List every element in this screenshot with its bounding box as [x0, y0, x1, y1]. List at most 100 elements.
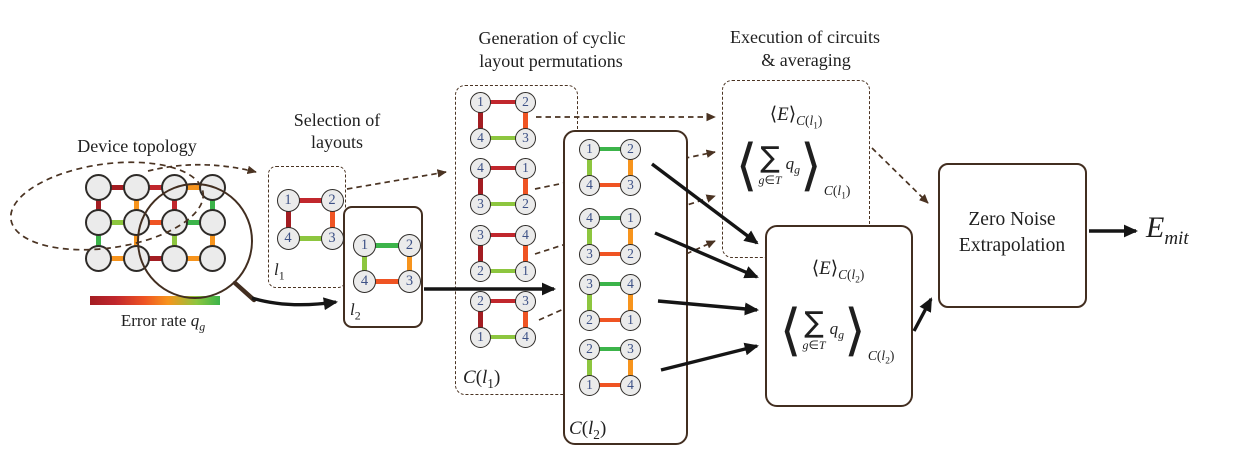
magnifier-handle: [232, 280, 257, 303]
cl2-perm1-node: 1: [579, 138, 600, 160]
cl2-perm3-node: 1: [620, 309, 641, 331]
cl2-perm1-node: 4: [579, 174, 600, 196]
l2-square-node: 2: [398, 233, 421, 257]
sum-subscript-cl2: C(l2): [867, 347, 895, 367]
cl1-perm4-node: 2: [470, 290, 491, 312]
cl1-perm4-node: 4: [515, 326, 536, 348]
expectation-e-cl1: ⟨E⟩C(l1): [769, 103, 823, 132]
sum-formula-cl1: ⟨ ∑ g∈T qg ⟩ C(l1): [735, 133, 851, 202]
cl2-perm4-edge-top: [589, 346, 631, 352]
topology-qubit: [84, 173, 112, 201]
l2-label: l2: [350, 300, 361, 323]
l2-square-node: 1: [353, 233, 376, 257]
topology-qubit: [160, 208, 188, 236]
topology-qubit: [84, 244, 112, 272]
cl1-perm4-edge-top: [480, 298, 526, 304]
l2-square-edge-top: [364, 242, 410, 248]
sum-subscript-cl1: C(l1): [823, 182, 851, 202]
selection-title-line1: Selection of: [293, 110, 381, 130]
dashed-arrow-topology-to-l1: [147, 163, 257, 175]
cl1-perm1-node: 2: [515, 91, 536, 113]
l1-square-node: 2: [320, 188, 344, 212]
cl1-perm1-edge-top: [480, 99, 526, 105]
cl1-perm3-node: 4: [515, 224, 536, 246]
cl2-perm2-node: 1: [620, 207, 641, 229]
cl1-perm4-edge-left: [478, 301, 483, 337]
zne-box: [938, 163, 1087, 308]
cl1-perm3-edge-top: [480, 232, 526, 238]
execution-title-line2: & averaging: [761, 50, 851, 70]
cl1-perm1-edge-bottom: [480, 135, 526, 141]
topology-qubit: [198, 244, 226, 272]
cl2-perm4-node: 4: [620, 374, 641, 396]
cl2-perm4-node: 2: [579, 338, 600, 360]
cl2-perm3-node: 4: [620, 273, 641, 295]
l1-square-node: 1: [276, 188, 300, 212]
cl1-perm4-edge-bottom: [480, 334, 526, 340]
cl2-perm4-edge-bottom: [589, 382, 631, 388]
cl1-perm4-node: 3: [515, 290, 536, 312]
emit-result-label: Emit: [1146, 211, 1189, 249]
cl1-perm3-edge-bottom: [480, 268, 526, 274]
cl1-perm3-node: 3: [470, 224, 491, 246]
sum-term: qg: [785, 154, 801, 177]
topology-qubit: [198, 208, 226, 236]
topology-qubit: [122, 173, 150, 201]
cl2-perm4-edge-right: [628, 349, 633, 385]
cl1-perm2-node: 4: [470, 157, 491, 179]
cl2-perm1-node: 2: [620, 138, 641, 160]
cl1-perm4-edge-right: [523, 301, 528, 337]
l1-label: l1: [274, 260, 285, 283]
cl2-perm4-node: 1: [579, 374, 600, 396]
cl2-perm1-node: 3: [620, 174, 641, 196]
l2-square-edge-bottom: [364, 278, 410, 284]
topology-qubit: [160, 173, 188, 201]
cl2-perm1-edge-top: [589, 146, 631, 152]
topology-qubit: [122, 244, 150, 272]
l2-square-node: 4: [353, 269, 376, 293]
cl1-perm2-node: 2: [515, 193, 536, 215]
sum-limits: g∈T: [758, 172, 782, 187]
execution-title-line1: Execution of circuits: [730, 27, 880, 47]
l1-square-edge-left: [285, 200, 291, 238]
cl2-perm2-node: 2: [620, 243, 641, 265]
expectation-e-cl2: ⟨E⟩C(l2): [811, 257, 865, 286]
right-angle-bracket: ⟩: [844, 298, 866, 363]
topology-edge: [98, 255, 136, 261]
sum-limits: g∈T: [802, 337, 826, 352]
cl2-perm3-node: 3: [579, 273, 600, 295]
generation-title-line1: Generation of cyclic: [478, 28, 626, 48]
cl1-perm2-edge-bottom: [480, 201, 526, 207]
dashed-arrow-exec-to-zne: [871, 147, 929, 204]
cl1-perm2-node: 1: [515, 157, 536, 179]
sum-with-limits: ∑ g∈T: [802, 308, 826, 353]
zne-label: Zero Noise Extrapolation: [959, 207, 1065, 259]
l1-square-edge-bottom: [288, 235, 332, 241]
cl1-perm3-node: 1: [515, 260, 536, 282]
left-angle-bracket: ⟨: [735, 133, 758, 198]
cl1-perm2-edge-left: [478, 168, 483, 204]
cl1-perm2-edge-top: [480, 165, 526, 171]
cl1-perm1-edge-left: [478, 102, 483, 138]
colorbar-label: Error rate qg: [120, 311, 206, 334]
error-rate-colorbar: [90, 296, 220, 305]
sigma-symbol: ∑: [760, 140, 780, 175]
l2-square-edge-right: [407, 245, 412, 281]
cl1-perm1-node: 3: [515, 127, 536, 149]
l1-square-node: 4: [276, 226, 300, 250]
generation-title-line2: layout permutations: [479, 51, 623, 71]
zne-label-line2: Extrapolation: [958, 234, 1066, 256]
sum-term: qg: [829, 319, 845, 342]
arrow-topology-to-l2: [251, 296, 339, 311]
cl1-perm3-edge-left: [478, 235, 483, 271]
l1-square-node: 3: [320, 226, 344, 250]
cl1-perm3-node: 2: [470, 260, 491, 282]
sum-formula-cl2: ⟨ ∑ g∈T qg ⟩ C(l2): [779, 298, 895, 367]
left-angle-bracket: ⟨: [779, 298, 802, 363]
l2-square-node: 3: [398, 269, 421, 293]
exec-averaging-l2-box: [765, 225, 913, 407]
sum-with-limits: ∑ g∈T: [758, 140, 782, 188]
topology-selection-circle-l2: [137, 183, 253, 299]
zne-label-line1: Zero Noise: [968, 209, 1056, 230]
cl2-perm2-node: 4: [579, 207, 600, 229]
